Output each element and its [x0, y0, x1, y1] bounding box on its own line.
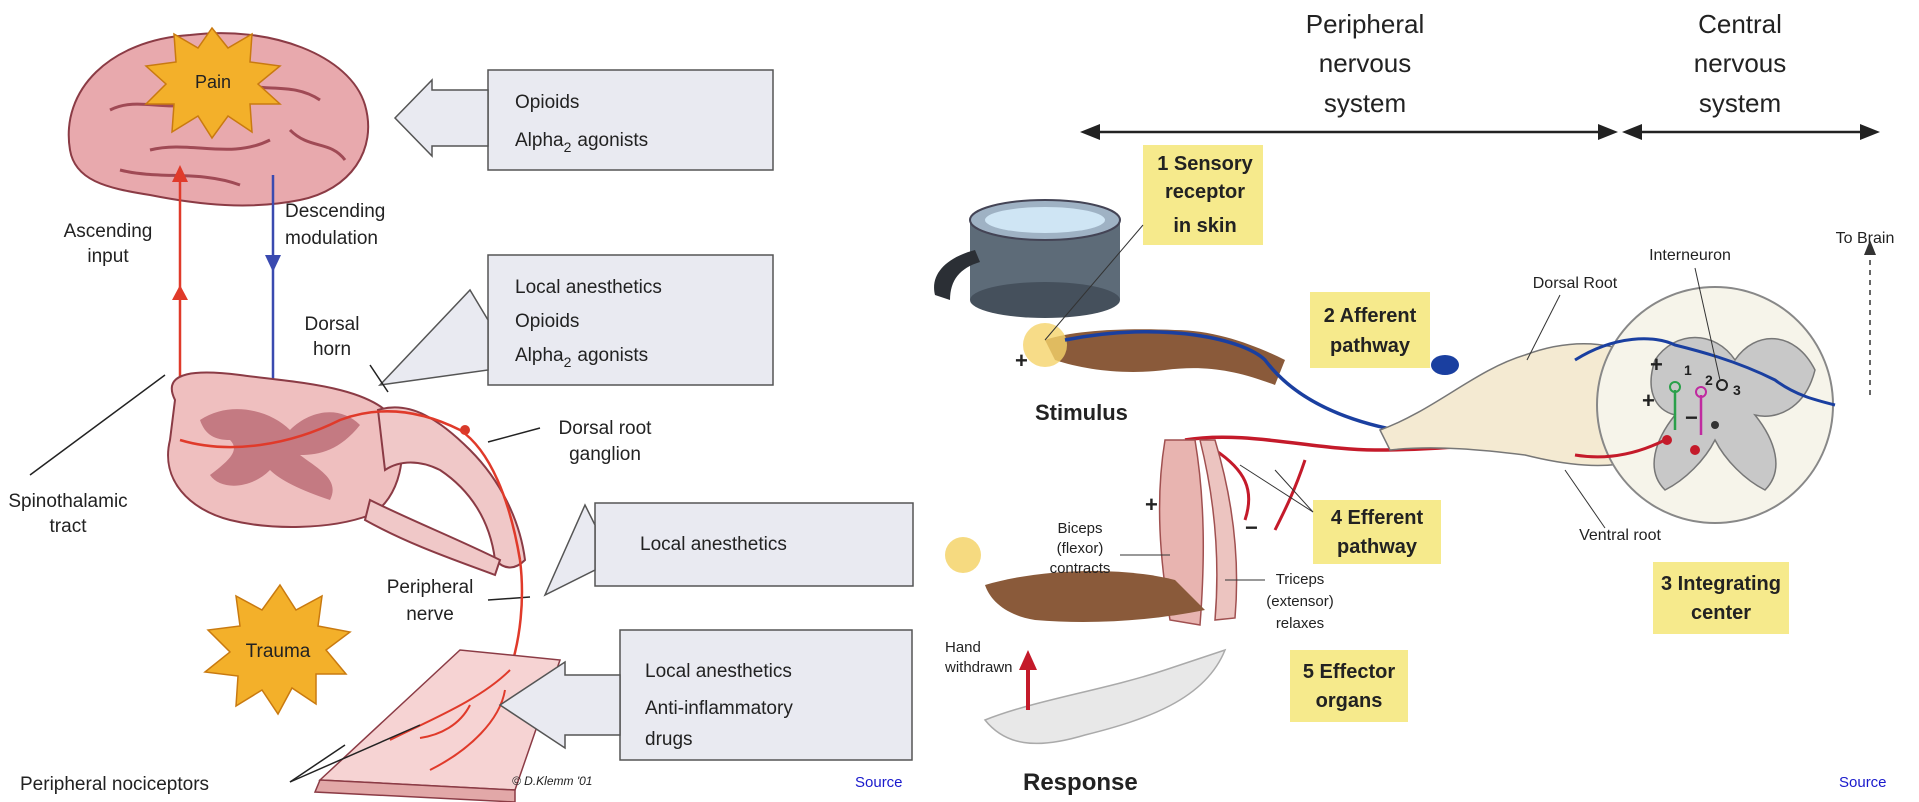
- box2-line1: Local anesthetics: [515, 277, 662, 298]
- source-link-left[interactable]: Source: [855, 774, 903, 791]
- ascending-line2: input: [87, 246, 129, 267]
- descending-line1: Descending: [285, 201, 385, 222]
- cns-line1: Central: [1698, 9, 1782, 39]
- box2-line2: Opioids: [515, 311, 579, 332]
- muscle-minus: −: [1245, 515, 1258, 540]
- drg-line1: Dorsal root: [559, 418, 653, 439]
- effector-line1: 5 Effector: [1303, 661, 1395, 683]
- cns-line2: nervous: [1694, 48, 1787, 78]
- response-flash: [945, 537, 981, 573]
- descending-line2: modulation: [285, 228, 378, 249]
- num-1: 1: [1684, 362, 1692, 378]
- pain-label: Pain: [195, 72, 231, 92]
- triceps-line3: relaxes: [1276, 615, 1324, 632]
- sensory-line2: receptor: [1165, 181, 1245, 203]
- source-link-right[interactable]: Source: [1839, 774, 1887, 791]
- afferent-line2: pathway: [1330, 335, 1411, 357]
- reflex-arc-diagram: Peripheral nervous system Central nervou…: [915, 0, 1919, 802]
- box4-line3: drugs: [645, 729, 693, 750]
- spinal-cord-cross-section: [1380, 240, 1876, 523]
- spinal-cord-illustration: [168, 373, 525, 575]
- hot-pot-illustration: [934, 200, 1120, 318]
- synapse-plus-1: +: [1650, 352, 1663, 377]
- pns-line3: system: [1324, 88, 1406, 118]
- drg-line2: ganglion: [569, 444, 641, 465]
- integrating-line1: 3 Integrating: [1661, 573, 1781, 595]
- hand-line1: Hand: [945, 639, 981, 656]
- pns-line2: nervous: [1319, 48, 1412, 78]
- credit-label: © D.Klemm '01: [512, 774, 592, 788]
- trauma-label: Trauma: [246, 641, 311, 662]
- triceps-line2: (extensor): [1266, 593, 1334, 610]
- stimulus-plus: +: [1015, 348, 1028, 373]
- biceps-line1: Biceps: [1057, 520, 1102, 537]
- box3-line1: Local anesthetics: [640, 534, 787, 555]
- box4-line2: Anti-inflammatory: [645, 698, 793, 719]
- peripheral-nerve-line1: Peripheral: [387, 577, 474, 598]
- ascending-line1: Ascending: [64, 221, 153, 242]
- synapse-minus: −: [1685, 405, 1698, 430]
- triceps-line1: Triceps: [1276, 571, 1325, 588]
- pain-pathway-diagram: Pain Ascending input Descending modulati…: [0, 0, 915, 802]
- box4-line1: Local anesthetics: [645, 661, 792, 682]
- pns-line1: Peripheral: [1306, 9, 1425, 39]
- cns-line3: system: [1699, 88, 1781, 118]
- nociceptors-label: Peripheral nociceptors: [20, 774, 209, 795]
- hand-line2: withdrawn: [944, 659, 1013, 676]
- biceps-line3: contracts: [1050, 560, 1111, 577]
- to-brain-label: To Brain: [1836, 230, 1895, 247]
- integrating-line2: center: [1691, 602, 1751, 624]
- spinothalamic-line1: Spinothalamic: [8, 491, 127, 512]
- num-2: 2: [1705, 372, 1713, 388]
- afferent-line1: 2 Afferent: [1324, 305, 1417, 327]
- interneuron-label: Interneuron: [1649, 247, 1731, 264]
- ventral-root-label: Ventral root: [1579, 527, 1661, 544]
- sensory-line1: 1 Sensory: [1157, 153, 1253, 175]
- spinothalamic-line2: tract: [50, 516, 88, 537]
- response-label: Response: [1023, 769, 1138, 796]
- efferent-line2: pathway: [1337, 536, 1418, 558]
- efferent-line1: 4 Efferent: [1331, 507, 1424, 529]
- pain-pathway-svg: Pain Ascending input Descending modulati…: [0, 0, 915, 802]
- dorsal-horn-line1: Dorsal: [305, 314, 360, 335]
- biceps-line2: (flexor): [1057, 540, 1104, 557]
- synapse-plus-2: +: [1642, 388, 1655, 413]
- reflex-arc-svg: Peripheral nervous system Central nervou…: [915, 0, 1919, 802]
- dorsal-root-label: Dorsal Root: [1533, 275, 1618, 292]
- drug-box-peripheral-nerve: Local anesthetics: [545, 503, 913, 595]
- drug-box-nociceptors: Local anesthetics Anti-inflammatory drug…: [500, 630, 912, 760]
- peripheral-nerve-line2: nerve: [406, 604, 454, 625]
- arm-muscles-illustration: [985, 440, 1237, 743]
- stimulus-flash: [1023, 323, 1067, 367]
- effector-line2: organs: [1316, 690, 1383, 712]
- box1-line1: Opioids: [515, 92, 579, 113]
- stimulus-label: Stimulus: [1035, 400, 1128, 425]
- dorsal-horn-line2: horn: [313, 339, 351, 360]
- muscle-plus: +: [1145, 492, 1158, 517]
- sensory-line3: in skin: [1173, 215, 1236, 237]
- num-3: 3: [1733, 382, 1741, 398]
